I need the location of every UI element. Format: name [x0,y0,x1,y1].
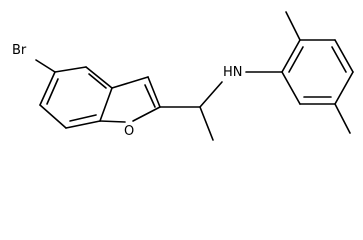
bromine-label: Br [12,43,27,58]
double-bond [69,114,97,122]
bond [132,106,161,122]
methyl-bond [285,11,301,41]
bond [85,66,113,89]
c-br-bond [35,59,56,73]
oxygen-label: O [124,124,134,139]
c-n-bond [199,81,223,108]
double-bond [88,73,107,89]
bond [281,71,301,105]
bond [54,66,87,73]
bond [147,76,161,108]
amine-label: HN [223,65,243,80]
double-bond [288,46,304,73]
bond [39,104,67,129]
double-bond [331,46,347,73]
benzene-ring-left [39,66,113,129]
double-bond [144,84,156,108]
bond [39,71,56,106]
bond [99,87,113,122]
double-bond [46,78,59,105]
bond [65,120,101,129]
structure-diagram: Br O HN [12,11,354,141]
bond [334,39,354,73]
bond [111,76,149,89]
methyl-bond [199,106,214,141]
bond [99,120,126,123]
bond [334,71,354,105]
methyl-bond [334,103,351,134]
furan-ring [99,76,161,123]
benzene-ring-right [281,39,354,105]
bond [281,39,301,73]
